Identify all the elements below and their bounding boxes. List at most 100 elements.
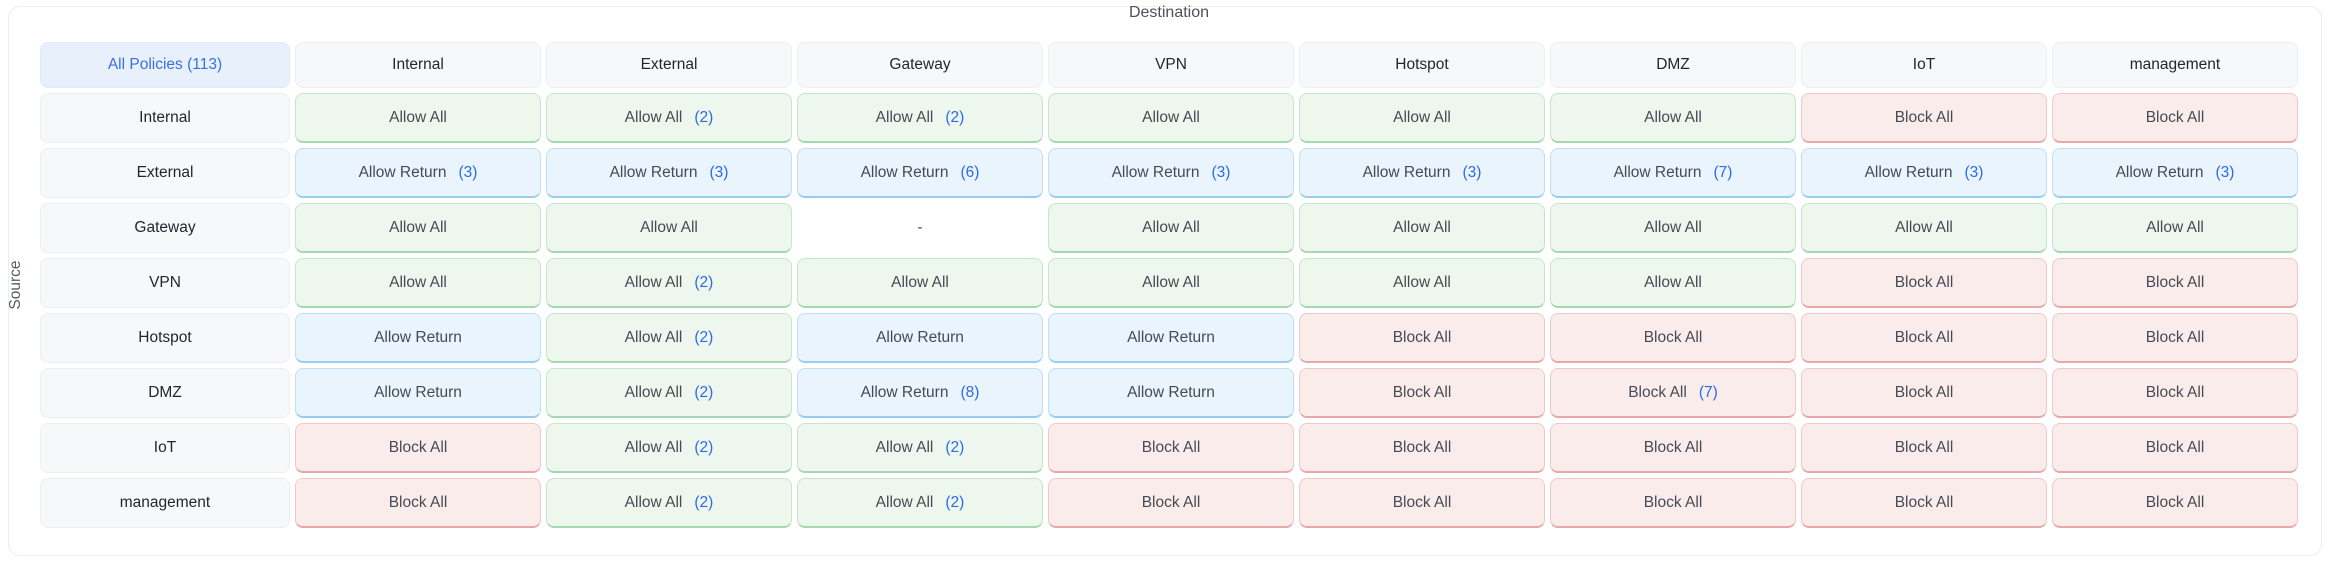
policy-label: Block All xyxy=(1643,493,1703,511)
policy-cell[interactable]: Block All xyxy=(1801,368,2047,418)
policy-cell[interactable]: Allow All xyxy=(1550,258,1796,308)
policy-count: (7) xyxy=(1698,383,1718,401)
policy-label: Allow Return xyxy=(1613,163,1702,181)
row-header-external: External xyxy=(40,148,290,198)
policy-cell[interactable]: Allow Return xyxy=(295,313,541,363)
column-header-internal: Internal xyxy=(295,42,541,88)
policy-cell[interactable]: Block All xyxy=(1550,423,1796,473)
policy-cell[interactable]: Block All xyxy=(1801,258,2047,308)
policy-cell[interactable]: Block All xyxy=(1801,478,2047,528)
policy-cell[interactable]: Allow Return(3) xyxy=(1299,148,1545,198)
policy-label: Allow All xyxy=(1393,218,1451,236)
policy-cell[interactable]: Allow All(2) xyxy=(546,368,792,418)
policy-cell[interactable]: Block All xyxy=(1299,368,1545,418)
policy-cell[interactable]: Block All xyxy=(1550,313,1796,363)
policy-cell[interactable]: Block All xyxy=(1801,423,2047,473)
policy-label: Block All xyxy=(1894,108,1954,126)
policy-cell[interactable]: Allow All(2) xyxy=(797,93,1043,143)
policy-cell[interactable]: Allow All xyxy=(1048,258,1294,308)
policy-count: (3) xyxy=(1964,163,1984,181)
policy-cell[interactable]: Allow Return xyxy=(1048,313,1294,363)
policy-cell[interactable]: Block All xyxy=(2052,93,2298,143)
policy-label: Block All xyxy=(1894,493,1954,511)
policy-cell[interactable]: Allow All xyxy=(546,203,792,253)
policy-cell[interactable]: Allow All(2) xyxy=(797,478,1043,528)
policy-cell[interactable]: Block All xyxy=(1550,478,1796,528)
policy-cell[interactable]: Allow Return(6) xyxy=(797,148,1043,198)
policy-cell[interactable]: Block All xyxy=(2052,368,2298,418)
policy-count: (2) xyxy=(694,328,714,346)
column-header-vpn: VPN xyxy=(1048,42,1294,88)
policy-cell[interactable]: Block All xyxy=(1299,478,1545,528)
policy-cell[interactable]: Allow All (2) xyxy=(546,478,792,528)
policy-cell[interactable]: Allow All xyxy=(797,258,1043,308)
policy-cell[interactable]: Allow All xyxy=(1550,93,1796,143)
policy-count: (2) xyxy=(945,493,965,511)
policy-cell[interactable]: Block All xyxy=(2052,313,2298,363)
policy-cell[interactable]: Block All xyxy=(2052,478,2298,528)
source-axis-label: Source xyxy=(7,260,24,310)
policy-cell[interactable]: Allow All(2) xyxy=(546,423,792,473)
policy-label: Block All xyxy=(2145,108,2205,126)
policy-label: Block All xyxy=(1643,328,1703,346)
policy-cell[interactable]: Allow Return xyxy=(797,313,1043,363)
policy-cell[interactable]: Allow All xyxy=(1048,93,1294,143)
column-header-dmz: DMZ xyxy=(1550,42,1796,88)
policy-cell[interactable]: Allow All xyxy=(1299,93,1545,143)
policy-label: Allow Return xyxy=(860,383,949,401)
policy-cell[interactable]: Allow Return(3) xyxy=(1801,148,2047,198)
policy-cell[interactable]: Allow All xyxy=(1299,203,1545,253)
policy-cell[interactable]: Block All xyxy=(1048,478,1294,528)
policy-cell[interactable]: Allow Return (3) xyxy=(546,148,792,198)
policy-cell[interactable]: Allow Return(7) xyxy=(1550,148,1796,198)
policy-cell[interactable]: Allow Return xyxy=(295,368,541,418)
row-header-iot: IoT xyxy=(40,423,290,473)
row-header-internal: Internal xyxy=(40,93,290,143)
policy-label: Allow Return xyxy=(374,328,462,346)
policy-label: Block All xyxy=(2145,383,2205,401)
policy-cell[interactable]: Allow All(2) xyxy=(546,258,792,308)
policy-cell[interactable]: Allow All(2) xyxy=(797,423,1043,473)
policy-cell[interactable]: Allow Return(3) xyxy=(2052,148,2298,198)
policy-cell[interactable]: Block All xyxy=(1299,423,1545,473)
policy-cell[interactable]: Block All xyxy=(1801,313,2047,363)
policy-cell[interactable]: Block All xyxy=(1801,93,2047,143)
policy-label: Allow All xyxy=(389,218,447,236)
policy-cell[interactable]: Block All xyxy=(1299,313,1545,363)
policy-cell[interactable]: Block All xyxy=(2052,423,2298,473)
policy-cell[interactable]: Allow All (2) xyxy=(546,313,792,363)
policy-count: (3) xyxy=(709,163,729,181)
policy-label: Block All xyxy=(1141,438,1201,456)
policy-label: Allow All xyxy=(624,328,683,346)
policy-cell[interactable]: Block All xyxy=(295,478,541,528)
policy-label: Allow All xyxy=(624,493,683,511)
policy-cell[interactable]: Allow All(2) xyxy=(546,93,792,143)
policy-cell[interactable]: Block All xyxy=(295,423,541,473)
policy-cell[interactable]: Allow Return(8) xyxy=(797,368,1043,418)
policy-label: Block All xyxy=(388,438,448,456)
policy-cell[interactable]: Allow Return xyxy=(1048,368,1294,418)
policy-cell[interactable]: Allow Return(3) xyxy=(1048,148,1294,198)
policy-cell[interactable]: Block All(7) xyxy=(1550,368,1796,418)
row-header-management: management xyxy=(40,478,290,528)
policy-label: Allow Return xyxy=(609,163,698,181)
policy-cell[interactable]: Allow All xyxy=(295,203,541,253)
policy-cell[interactable]: Allow All xyxy=(2052,203,2298,253)
policy-label: Block All xyxy=(388,493,448,511)
policy-cell[interactable]: Allow All xyxy=(295,93,541,143)
policy-cell[interactable]: Block All xyxy=(1048,423,1294,473)
policy-label: Allow All xyxy=(624,438,683,456)
policy-count: (2) xyxy=(694,493,714,511)
policy-cell[interactable]: Allow All xyxy=(295,258,541,308)
policy-count: (2) xyxy=(945,108,965,126)
policy-label: Allow All xyxy=(1895,218,1953,236)
policy-label: Block All xyxy=(2145,273,2205,291)
policy-cell[interactable]: Allow Return(3) xyxy=(295,148,541,198)
column-header-gateway: Gateway xyxy=(797,42,1043,88)
policy-cell[interactable]: Allow All xyxy=(1801,203,2047,253)
policy-cell[interactable]: Allow All xyxy=(1299,258,1545,308)
policy-cell[interactable]: Allow All xyxy=(1048,203,1294,253)
all-policies-button[interactable]: All Policies (113) xyxy=(40,42,290,88)
policy-cell[interactable]: Allow All xyxy=(1550,203,1796,253)
policy-cell[interactable]: Block All xyxy=(2052,258,2298,308)
